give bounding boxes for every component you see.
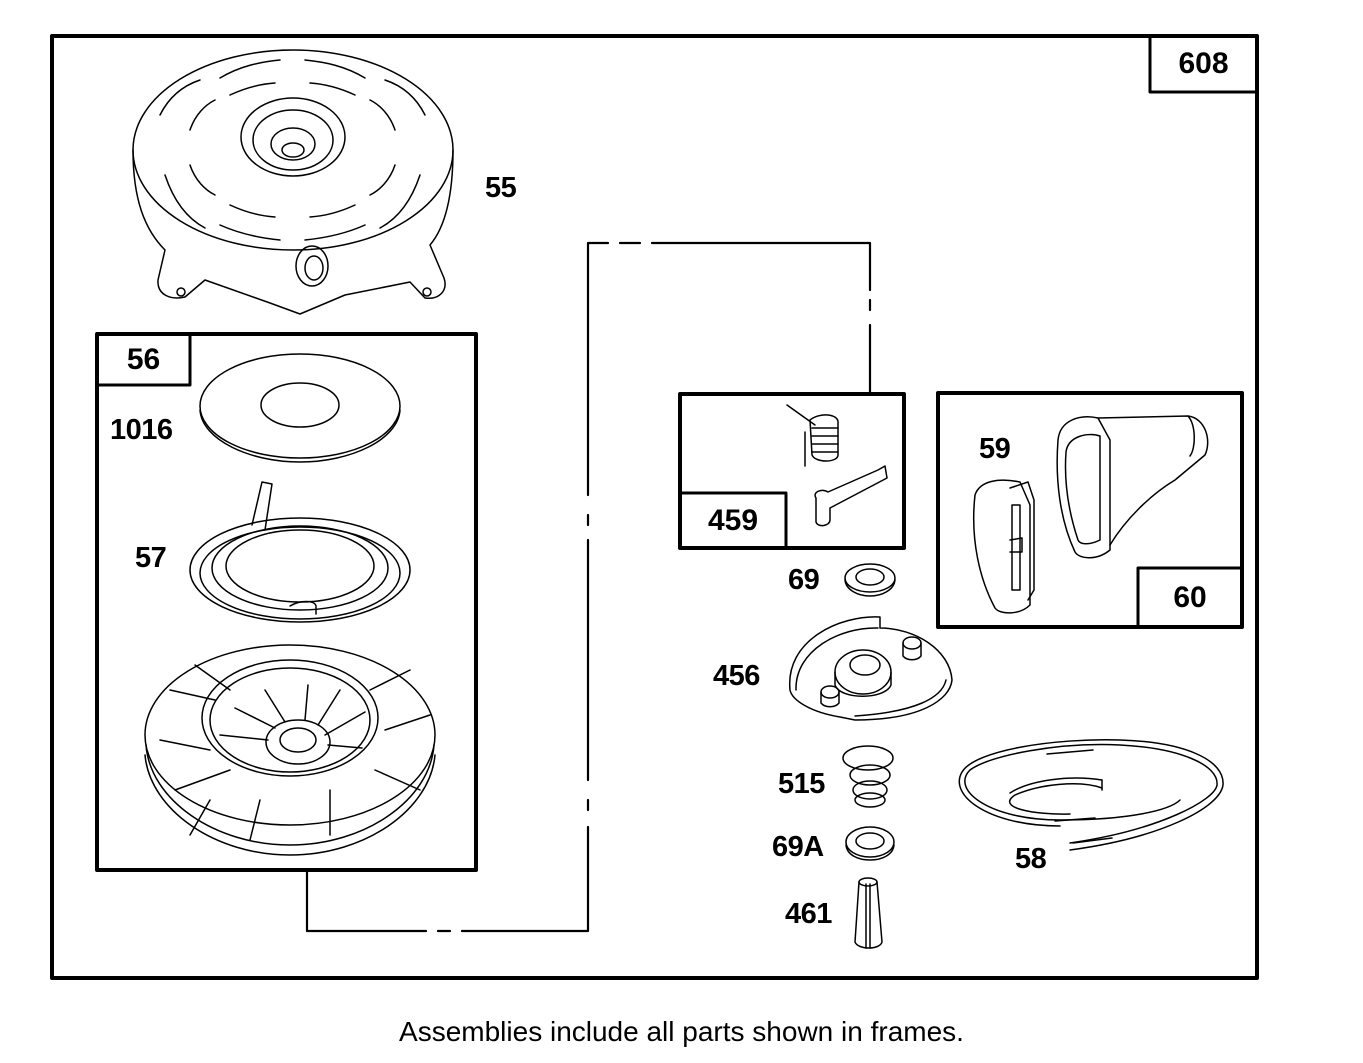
part-69A-washer: [845, 826, 895, 861]
part-label-58: 58: [1015, 843, 1047, 875]
part-55-housing: [132, 49, 454, 315]
part-label-59: 59: [979, 433, 1011, 465]
part-58-rope: [958, 739, 1224, 851]
part-pulley: [144, 644, 436, 856]
frame-56-label-box: [95, 332, 192, 387]
part-59-60-handle: [972, 415, 1209, 614]
part-label-69: 69: [788, 564, 820, 596]
part-69-washer: [844, 563, 896, 597]
part-label-1016: 1016: [110, 414, 173, 446]
part-1016-washer: [199, 353, 401, 463]
part-label-57: 57: [135, 542, 167, 574]
part-57-spring: [189, 481, 411, 623]
part-459-spring-pawl: [786, 404, 888, 527]
part-515-spring: [842, 745, 894, 808]
frame-60-label-box: [1136, 566, 1244, 629]
part-461-pin: [854, 877, 883, 949]
part-label-69A: 69A: [772, 831, 824, 863]
frame-459-label-box: [678, 491, 788, 550]
part-label-461: 461: [785, 898, 832, 930]
frame-56-label: 56: [126, 342, 161, 376]
frame-60: [936, 391, 1244, 629]
frame-56: [95, 332, 478, 872]
connector-line: [305, 241, 872, 933]
frame-608-label-box: [1148, 34, 1259, 94]
frame-608-label: 608: [1178, 47, 1229, 80]
part-label-55: 55: [485, 172, 517, 204]
diagram-caption: Assemblies include all parts shown in fr…: [399, 1016, 964, 1047]
frame-459-label: 459: [707, 503, 759, 537]
part-label-515: 515: [778, 768, 825, 800]
part-456-retainer: [789, 616, 953, 721]
part-label-456: 456: [713, 660, 760, 692]
frame-459: [678, 392, 906, 550]
frame-60-label: 60: [1173, 580, 1207, 614]
outer-frame: [50, 34, 1259, 980]
